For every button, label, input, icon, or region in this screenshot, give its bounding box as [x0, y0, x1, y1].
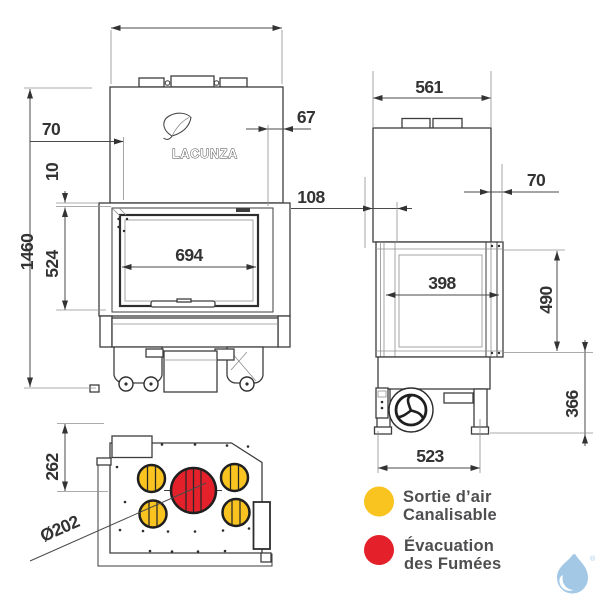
- top-view: 262 Ø202: [29, 423, 273, 567]
- side-body: [364, 117, 504, 435]
- dim-front-glass-height: 524: [42, 249, 62, 277]
- dim-side-glass-width: 398: [428, 273, 456, 293]
- brand-name: LACUNZA: [172, 147, 238, 161]
- side-view: 561 70 108 398 490 366 52: [291, 71, 593, 473]
- dim-front-gap: 10: [42, 162, 62, 181]
- front-body: LACUNZA: [89, 75, 291, 393]
- top-screws: [115, 443, 251, 553]
- dim-side-front-offset: 70: [527, 170, 546, 190]
- dim-top-center-offset: 262: [42, 452, 62, 480]
- dim-front-glass-width: 694: [175, 245, 203, 265]
- dim-side-back-offset: 108: [297, 187, 325, 207]
- side-dimensions: 561 70 108 398 490 366 52: [291, 71, 593, 473]
- front-wheels: [118, 376, 255, 392]
- air-outlet-holes: [136, 462, 251, 529]
- dim-front-top-offset: 70: [42, 119, 61, 139]
- legend: Sortie d’air Canalisable Évacuation des …: [364, 486, 501, 573]
- front-dimensions: 1460 70 10 524 694 67: [17, 87, 316, 389]
- front-glass: [118, 213, 260, 308]
- dim-side-base-height: 366: [562, 389, 582, 417]
- dim-total-height: 1460: [17, 233, 37, 270]
- convection-fan: [388, 387, 434, 433]
- site-watermark: ®: [557, 553, 596, 594]
- lacunza-logo: LACUNZA: [163, 112, 238, 161]
- dim-side-top-width: 561: [415, 77, 443, 97]
- registered-mark: ®: [590, 555, 596, 563]
- legend-air-line2: Canalisable: [403, 506, 497, 524]
- front-top-dimension: [110, 25, 283, 84]
- legend-smoke-line1: Évacuation: [404, 536, 494, 555]
- front-view: LACUNZA: [17, 25, 316, 393]
- dim-side-base-width: 523: [416, 446, 444, 466]
- legend-yellow-circle: [364, 486, 394, 517]
- dim-side-glass-height: 490: [536, 285, 556, 313]
- legend-smoke-line2: des Fumées: [404, 555, 501, 573]
- legend-air-line1: Sortie d’air: [403, 488, 492, 506]
- smoke-outlet-hole: [169, 466, 218, 515]
- legend-red-circle: [364, 535, 394, 565]
- water-drop-icon: [557, 553, 588, 594]
- dim-front-right-offset: 67: [297, 107, 315, 127]
